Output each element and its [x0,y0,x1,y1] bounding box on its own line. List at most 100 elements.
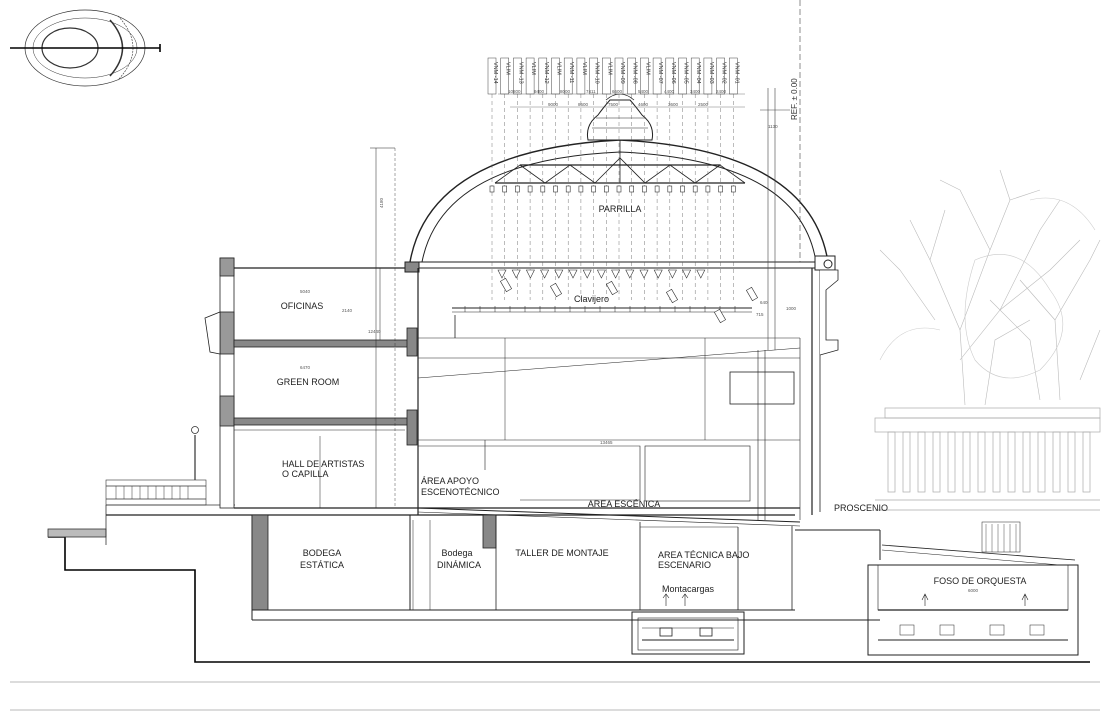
support-building [204,147,800,509]
temple-column [977,431,986,493]
label-ref-level: REF. ± 0.00 [790,78,799,120]
light-icon [554,269,564,279]
batten-tag: VNM -02 [721,62,727,84]
light-icon [582,269,592,279]
fly-pipe [629,185,635,193]
label-area-escenica: AREA ESCÉNICA [588,499,661,509]
batten-tag: VNM -07 [657,62,663,84]
batten-tag: VNM -06 [670,62,676,84]
label-bodega-estatica-1: BODEGA [303,548,342,558]
light-icon [696,269,706,279]
lamp-icon [191,426,199,434]
batten-tag: VNM -12 [543,62,549,84]
temple-column [917,431,926,493]
batten-tag: VNM -04 [695,62,701,84]
dim-5040: 5040 [300,289,311,294]
label-parrilla: PARRILLA [599,204,642,214]
light-icon [639,269,649,279]
fly-pipe [616,185,622,193]
fly-pipe [527,185,533,193]
fly-pipe [680,185,685,193]
dimension-texts: 1130 4180 5040 2140 12440 6470 13465 100… [300,124,979,593]
light-icon [497,269,507,279]
batten-tag: VLIM [581,62,587,75]
batten-dimension: 8600 [578,102,589,107]
fly-pipe [489,185,495,193]
dim-6470: 6470 [300,365,311,370]
batten-dimension: 3600 [668,102,679,107]
light-icon [568,269,578,279]
light-icon [667,269,677,279]
fly-pipe [515,185,520,193]
label-oficinas: OFICINAS [281,301,324,311]
batten-dimension: 5400 [638,89,649,94]
label-apoyo-2: ESCENOTÉCNICO [421,487,500,497]
batten-dimension: 10800 [508,89,521,94]
fly-pipe [553,185,558,193]
label-hall-1: HALL DE ARTISTAS [282,459,364,469]
fly-pipe [603,185,609,193]
batten-tag: VLIM [606,62,612,75]
batten-dimension: 2400 [716,89,727,94]
fly-pipe [730,185,736,193]
dim-13465: 13465 [600,440,613,445]
batten-dimension: 9400 [534,89,545,94]
batten-lines [491,94,734,300]
label-bodega-dinamica-2: DINÁMICA [437,560,481,570]
label-taller: TALLER DE MONTAJE [515,548,608,558]
slab-2 [233,417,417,426]
batten-tag: VNM -08 [632,62,638,84]
label-tecnica-2: ESCENARIO [658,560,711,570]
light-icon [682,269,692,279]
batten-dimension: 7500 [608,102,619,107]
fly-pipe [502,185,508,193]
batten-tag: VNM -01 [733,62,739,84]
slab-1 [233,339,417,348]
fly-pipe [578,185,584,193]
spotlight-icon [549,282,563,298]
light-icon [511,269,521,279]
light-icon [653,269,663,279]
batten-dimension: 8000 [560,89,571,94]
dim-12440: 12440 [368,329,381,334]
temple-column [1022,431,1031,493]
fly-pipe [692,185,698,193]
label-foso: FOSO DE ORQUESTA [934,576,1027,586]
batten-tag: VNM -13 [517,62,523,84]
label-proscenio: PROSCENIO [834,503,888,513]
fly-pipe [718,185,723,193]
stage-lights [489,185,759,324]
dim-1000: 1000 [786,306,797,311]
batten-dimension: 3400 [690,89,701,94]
label-bodega-estatica-2: ESTÁTICA [300,560,344,570]
spotlight-icon [605,280,619,296]
fly-pipe [565,185,571,193]
batten-tag: VNM -11 [568,62,574,83]
temple-column [932,431,941,493]
basement [106,514,881,655]
batten-dimension: 7411 [586,89,596,94]
fly-pipe [654,185,660,193]
dome-structure [404,93,836,273]
temple-column [1037,431,1046,493]
key-plan [10,9,161,87]
temple-column [992,431,1001,493]
label-hall-2: O CAPILLA [282,469,329,479]
batten-tag: VLIM [530,62,536,75]
dim-6000: 6000 [968,588,979,593]
dim-4180: 4180 [379,197,384,208]
label-apoyo-1: ÁREA APOYO [421,476,479,486]
fly-pipe [705,185,711,193]
light-icon [596,269,606,279]
batten-tag: VNM -03 [708,62,714,84]
dim-640: 640 [760,300,768,305]
background-temple [874,407,1101,511]
fly-pipe [591,185,596,193]
temple-column [947,431,956,493]
temple-column [887,431,896,493]
dim-2140: 2140 [342,308,353,313]
label-tecnica-1: AREA TÉCNICA BAJO [658,550,749,560]
fly-pipe [642,185,647,193]
label-bodega-dinamica-1: Bodega [441,548,472,558]
